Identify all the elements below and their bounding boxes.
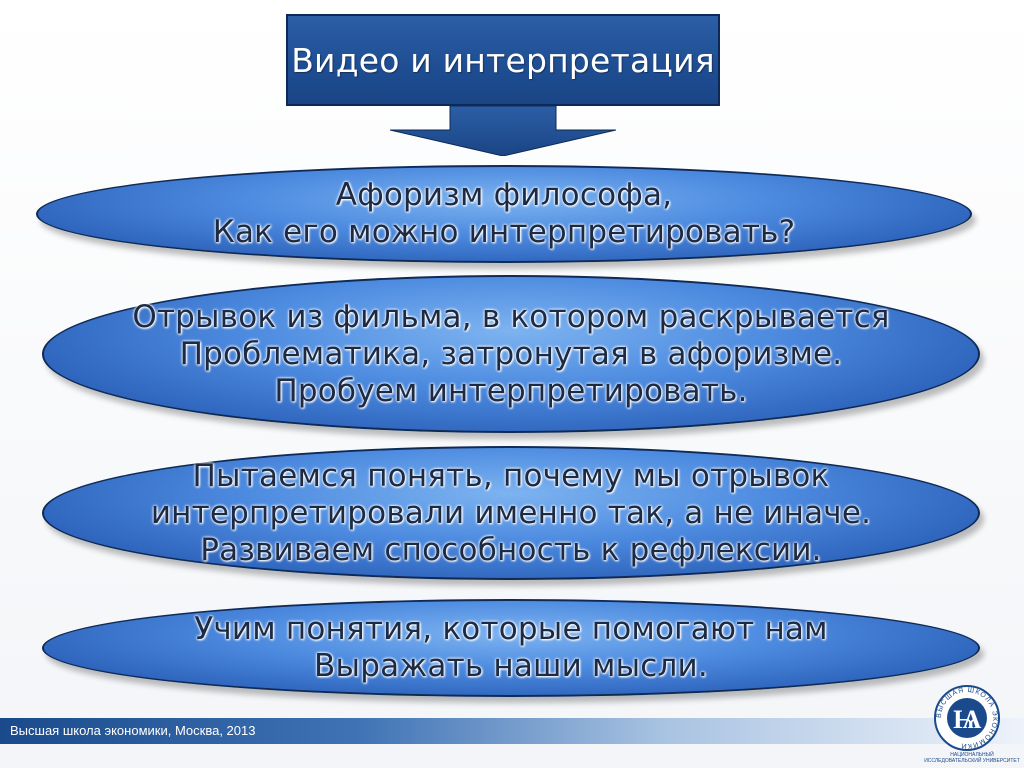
step-2-line-1: Отрывок из фильма, в котором раскрываетс… xyxy=(132,298,890,335)
title-box: Видео и интерпретация xyxy=(286,14,720,106)
step-4-line-2: Выражать наши мысли. xyxy=(314,648,708,684)
step-4-ellipse: Учим понятия, которые помогают нам Выраж… xyxy=(42,599,980,697)
step-2-line-2: Проблематика, затронутая в афоризме. xyxy=(179,335,843,372)
step-1-line-1: Афоризм философа, xyxy=(335,177,673,213)
step-1-ellipse: Афоризм философа, Как его можно интерпре… xyxy=(36,165,972,263)
footer-bar xyxy=(0,718,1024,744)
step-2-ellipse: Отрывок из фильма, в котором раскрываетс… xyxy=(42,275,980,433)
step-1-line-2: Как его можно интерпретировать? xyxy=(212,214,796,250)
footer-text: Высшая школа экономики, Москва, 2013 xyxy=(10,723,256,738)
step-3-line-1: Пытаемся понять, почему мы отрывок xyxy=(192,457,830,494)
step-3-line-2: интерпретировали именно так, а не иначе. xyxy=(150,494,872,531)
step-2-line-3: Пробуем интерпретировать. xyxy=(274,372,748,409)
step-4-line-1: Учим понятия, которые помогают нам xyxy=(194,611,828,647)
step-3-line-3: Развиваем способность к рефлексии. xyxy=(200,531,822,568)
slide-title: Видео и интерпретация xyxy=(291,40,715,80)
hse-logo-icon: ВЫСШАЯ ШКОЛА ЭКОНОМИКИ Ѩ xyxy=(934,685,1000,751)
svg-text:Ѩ: Ѩ xyxy=(953,705,982,734)
logo-caption: НАЦИОНАЛЬНЫЙ ИССЛЕДОВАТЕЛЬСКИЙ УНИВЕРСИТ… xyxy=(924,752,1020,764)
down-arrow-icon xyxy=(390,106,616,156)
step-3-ellipse: Пытаемся понять, почему мы отрывок интер… xyxy=(42,446,980,580)
